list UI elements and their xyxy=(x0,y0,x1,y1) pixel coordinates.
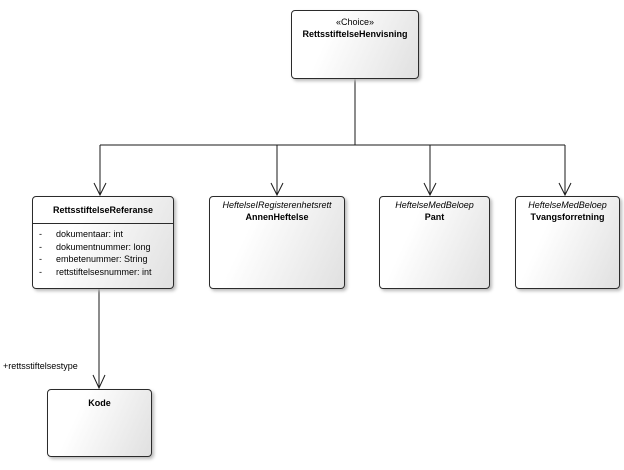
class-name: Tvangsforretning xyxy=(530,212,605,222)
class-name: Pant xyxy=(424,212,445,222)
class-node-pant[interactable]: HeftelseMedBeloep Pant xyxy=(379,196,490,289)
class-name: AnnenHeftelse xyxy=(245,212,309,222)
attribute-text: dokumentnummer: long xyxy=(56,241,151,252)
class-name: RettsstiftelseReferanse xyxy=(33,197,173,224)
class-node-annenheftelse[interactable]: HeftelseIRegisterenhetsrett AnnenHeftels… xyxy=(209,196,345,289)
attribute-text: embetenummer: String xyxy=(56,254,148,264)
class-node-kode[interactable]: Kode xyxy=(47,389,152,457)
parent-class-label: HeftelseMedBeloep xyxy=(395,200,474,210)
attribute-text: rettstiftelsesnummer: int xyxy=(56,266,152,277)
association-role-label: +rettsstiftelsestype xyxy=(3,361,78,371)
class-node-rettsstiftelsehenvisning[interactable]: «Choice» RettsstiftelseHenvisning xyxy=(291,10,419,79)
class-name: RettsstiftelseHenvisning xyxy=(302,29,408,39)
open-arrowhead-icon xyxy=(93,182,107,197)
attribute-compartment: - dokumentaar: int - dokumentnummer: lon… xyxy=(33,224,173,278)
stereotype-label: «Choice» xyxy=(335,17,375,27)
class-node-tvangsforretning[interactable]: HeftelseMedBeloep Tvangsforretning xyxy=(515,196,620,289)
class-node-rettsstiftelsereferanse[interactable]: RettsstiftelseReferanse - dokumentaar: i… xyxy=(32,196,174,289)
class-name: Kode xyxy=(88,398,111,408)
open-arrowhead-icon xyxy=(92,374,106,390)
visibility-marker: - xyxy=(39,266,42,277)
visibility-marker: - xyxy=(39,241,42,252)
attribute-row: - dokumentaar: int xyxy=(39,228,169,241)
open-arrowhead-icon xyxy=(270,182,284,197)
visibility-marker: - xyxy=(39,229,42,239)
open-arrowhead-icon xyxy=(423,182,437,197)
attribute-row: - rettstiftelsesnummer: int xyxy=(39,266,169,279)
attribute-row: - dokumentnummer: long xyxy=(39,241,169,254)
visibility-marker: - xyxy=(39,254,42,264)
attribute-row: - embetenummer: String xyxy=(39,253,169,266)
attribute-text: dokumentaar: int xyxy=(56,229,124,239)
open-arrowhead-icon xyxy=(558,182,572,197)
parent-class-label: HeftelseMedBeloep xyxy=(528,200,607,210)
parent-class-label: HeftelseIRegisterenhetsrett xyxy=(222,200,332,210)
